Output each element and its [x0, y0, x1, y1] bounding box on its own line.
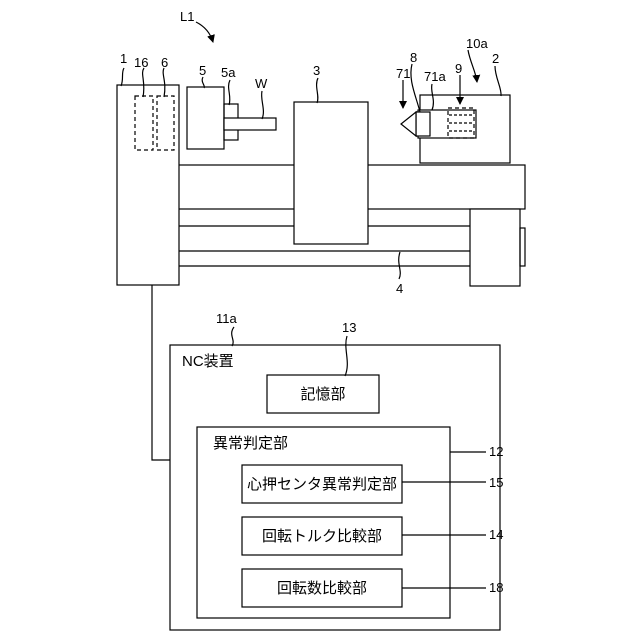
ref-8: 8 — [410, 50, 417, 65]
anomaly-judge-label: 異常判定部 — [213, 435, 288, 452]
ref-10a: 10a — [466, 36, 488, 51]
torque-compare-label: 回転トルク比較部 — [262, 527, 382, 545]
center-housing — [416, 112, 430, 136]
nc-device-label: NC装置 — [182, 353, 234, 370]
ref-1: 1 — [120, 51, 127, 66]
leader-13 — [345, 336, 347, 376]
leader-2 — [495, 66, 501, 96]
connection-line — [152, 285, 170, 460]
ref-6: 6 — [161, 55, 168, 70]
title-ref: L1 — [180, 9, 194, 24]
leader-w — [262, 91, 264, 119]
leader-10a — [468, 50, 477, 82]
ref-4: 4 — [396, 281, 403, 296]
ref-16: 16 — [134, 55, 148, 70]
title-arrow — [196, 22, 213, 42]
ref-11a: 11a — [216, 311, 237, 326]
ref-71a: 71a — [424, 69, 446, 84]
ref-2: 2 — [492, 51, 499, 66]
ref-18: 18 — [489, 580, 503, 595]
ref-5a: 5a — [221, 65, 236, 80]
ref-14: 14 — [489, 527, 503, 542]
spindle-5 — [187, 87, 224, 149]
headstock-1 — [117, 85, 179, 285]
workpiece-w — [224, 118, 276, 130]
ref-w: W — [255, 76, 268, 91]
ref-9: 9 — [455, 61, 462, 76]
ref-13: 13 — [342, 320, 356, 335]
tailstock-anomaly-label: 心押センタ異常判定部 — [247, 476, 397, 493]
ref-3: 3 — [313, 63, 320, 78]
leader-1 — [121, 68, 124, 86]
leader-8 — [411, 64, 420, 112]
leader-3 — [317, 78, 318, 103]
speed-compare-label: 回転数比較部 — [277, 579, 367, 597]
ref-71: 71 — [396, 66, 410, 81]
memory-label: 記憶部 — [300, 386, 345, 403]
leader-5 — [202, 77, 204, 88]
carriage-3 — [294, 102, 368, 244]
bed-end-block — [470, 209, 520, 286]
leader-5a — [229, 80, 230, 105]
ref-5: 5 — [199, 63, 206, 78]
ref-15: 15 — [489, 475, 503, 490]
ref-12: 12 — [489, 444, 503, 459]
bed-end-cap — [520, 228, 525, 266]
leader-11a — [232, 327, 234, 346]
center-71 — [401, 112, 416, 136]
